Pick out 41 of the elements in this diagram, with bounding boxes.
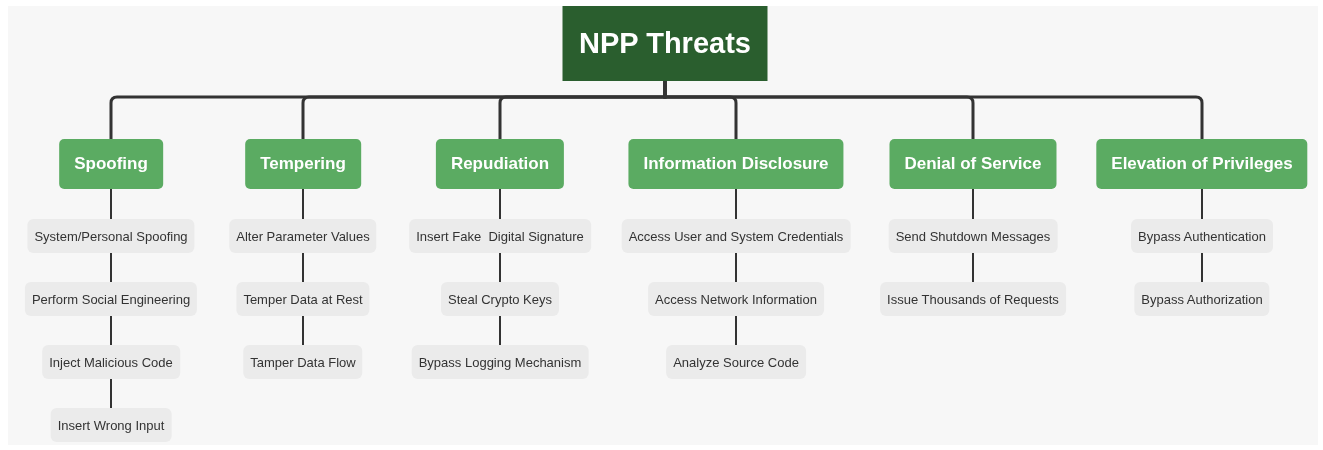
connector-line (972, 188, 974, 220)
connector-line (1201, 252, 1203, 283)
threat-box: Access User and System Credentials (621, 219, 851, 253)
connector-line (735, 315, 737, 346)
threat-box: Access Network Information (648, 282, 824, 316)
category-box: Elevation of Privileges (1096, 139, 1308, 189)
threat-box: Insert Wrong Input (50, 408, 172, 442)
threat-box: Bypass Logging Mechanism (411, 345, 589, 379)
category-box: Spoofing (59, 139, 163, 189)
threat-box: Issue Thousands of Requests (880, 282, 1066, 316)
connector-line (499, 188, 501, 220)
connector-line (110, 188, 112, 220)
category-box: Denial of Service (889, 139, 1057, 189)
connector-line (735, 252, 737, 283)
threat-box: Bypass Authorization (1134, 282, 1270, 316)
threat-box: Temper Data at Rest (236, 282, 370, 316)
category-box: Repudiation (435, 139, 565, 189)
threat-box: Inject Malicious Code (42, 345, 180, 379)
connector-line (302, 315, 304, 346)
threat-box: Analyze Source Code (666, 345, 806, 379)
connector-line (302, 252, 304, 283)
connector-line (499, 252, 501, 283)
connector-line (499, 315, 501, 346)
connector-line (110, 315, 112, 346)
threat-box: Send Shutdown Messages (888, 219, 1058, 253)
connector-line (110, 252, 112, 283)
category-box: Tempering (245, 139, 361, 189)
connector-line (735, 188, 737, 220)
connector-line (110, 378, 112, 409)
threat-box: Tamper Data Flow (243, 345, 363, 379)
threat-box: System/Personal Spoofing (27, 219, 195, 253)
threat-box: Steal Crypto Keys (441, 282, 559, 316)
connector-line (972, 252, 974, 283)
connector-line (302, 188, 304, 220)
threat-box: Insert Fake Digital Signature (409, 219, 591, 253)
threat-box: Alter Parameter Values (229, 219, 377, 253)
root-box: NPP Threats (562, 6, 768, 81)
threat-box: Perform Social Engineering (24, 282, 198, 316)
threat-box: Bypass Authentication (1131, 219, 1273, 253)
category-box: Information Disclosure (628, 139, 844, 189)
connector-line (1201, 188, 1203, 220)
